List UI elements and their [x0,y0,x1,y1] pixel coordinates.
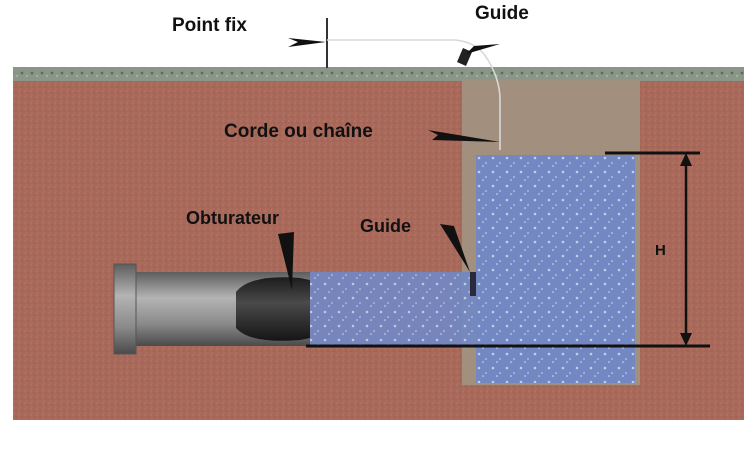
obturateur-label: Obturateur [186,208,280,228]
pipe-water [306,272,478,346]
guide-top-arrow [466,44,500,54]
h-arrow-bottom [680,333,692,346]
ground-surface [13,67,744,81]
guide-post [470,272,476,296]
point-fix-label: Point fix [172,15,247,36]
water-column [476,155,635,383]
h-label: H [655,242,666,259]
guide-top-label: Guide [475,3,529,24]
guide-mid-arrow [440,224,470,272]
corde-label: Corde ou chaîne [224,121,373,142]
h-arrow-top [680,153,692,166]
guide-mid-label: Guide [360,216,412,236]
corde-arrow [428,130,500,142]
obturateur-arrow [278,232,294,290]
rope [327,39,501,150]
point-fix-arrow [288,38,326,47]
pipe-collar [113,263,137,355]
plug [236,277,310,341]
